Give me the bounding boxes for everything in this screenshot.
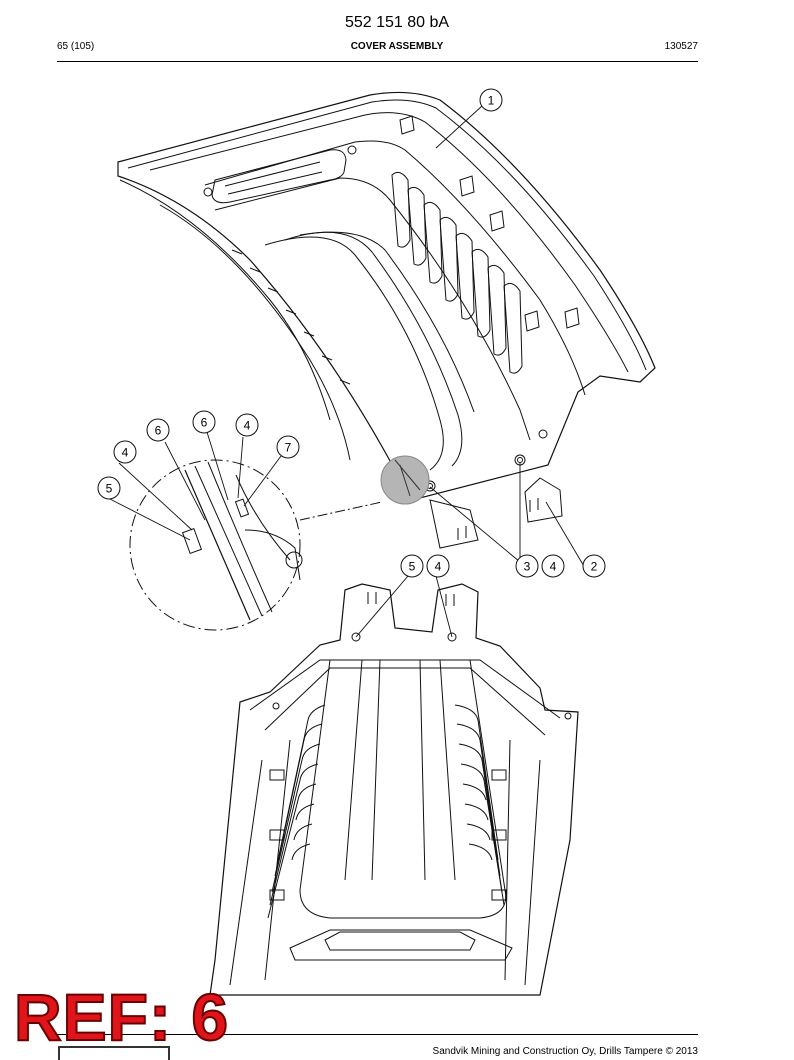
callout-4-detail-right: 4 <box>235 413 259 437</box>
detail-link-line <box>299 501 383 521</box>
callout-3: 3 <box>515 554 539 578</box>
detail-view <box>129 459 303 631</box>
footer-rule <box>57 1034 698 1035</box>
callout-7: 7 <box>276 435 300 459</box>
svg-text:4: 4 <box>550 560 557 574</box>
callout-4-upper: 4 <box>541 554 565 578</box>
svg-text:4: 4 <box>244 419 251 433</box>
callout-4-detail-left: 4 <box>113 440 137 464</box>
callout-6-upper: 6 <box>192 410 216 434</box>
callout-5-lower: 5 <box>400 554 424 578</box>
callout-4-lower: 4 <box>426 554 450 578</box>
svg-text:6: 6 <box>201 416 208 430</box>
callout-5-detail: 5 <box>97 476 121 500</box>
svg-text:4: 4 <box>435 560 442 574</box>
lower-cover-part <box>209 583 579 996</box>
callout-6-lower: 6 <box>146 418 170 442</box>
callout-2: 2 <box>582 554 606 578</box>
svg-text:5: 5 <box>409 560 416 574</box>
svg-text:7: 7 <box>285 441 292 455</box>
svg-text:3: 3 <box>524 560 531 574</box>
svg-text:5: 5 <box>106 482 113 496</box>
svg-text:2: 2 <box>591 560 598 574</box>
svg-text:4: 4 <box>122 446 129 460</box>
page-number: 65 (105) <box>57 41 95 52</box>
upper-cover-part <box>117 91 656 549</box>
leader-lines <box>105 105 586 638</box>
svg-text:6: 6 <box>155 424 162 438</box>
copyright-text: Sandvik Mining and Construction Oy, Dril… <box>432 1046 698 1057</box>
callout-1: 1 <box>479 88 503 112</box>
header-rule <box>57 61 698 62</box>
ref-stamp: REF: 6 <box>13 980 230 1054</box>
page-title: COVER ASSEMBLY <box>350 41 444 52</box>
document-date: 130527 <box>664 41 698 52</box>
document-number: 552 151 80 bA <box>344 14 450 31</box>
svg-text:1: 1 <box>488 94 495 108</box>
